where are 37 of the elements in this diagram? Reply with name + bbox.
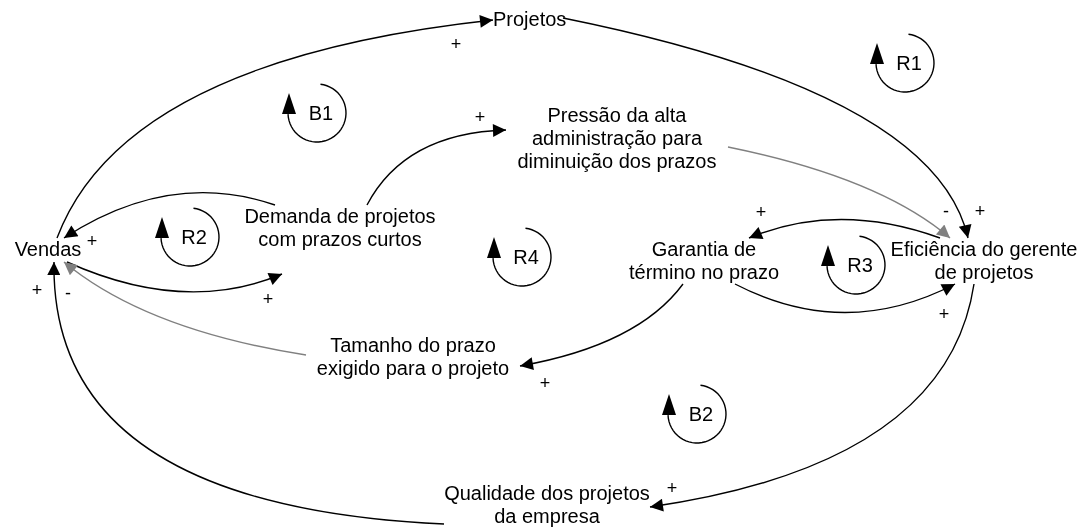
variable-label: Garantia de término no prazo xyxy=(619,238,789,284)
loop-label: R4 xyxy=(513,246,539,268)
causal-arrow xyxy=(734,283,956,314)
variable-label: Pressão da alta administração para diminuição dos prazos xyxy=(506,104,728,173)
polarity-sign: + xyxy=(31,281,43,299)
polarity-sign: + xyxy=(86,232,98,250)
causal-arrow xyxy=(63,191,276,239)
variable-label: Vendas xyxy=(8,238,88,262)
causal-arrow xyxy=(66,261,283,293)
polarity-sign: + xyxy=(666,479,678,497)
causal-arrow xyxy=(366,124,507,206)
causal-arrow xyxy=(727,146,951,239)
polarity-sign: - xyxy=(65,284,71,302)
variable-label: Qualidade dos projetos da empresa xyxy=(444,482,650,528)
causal-arrow xyxy=(48,261,445,525)
polarity-sign: + xyxy=(450,35,462,53)
causal-arrow xyxy=(56,15,494,239)
polarity-sign: + xyxy=(755,203,767,221)
polarity-sign: + xyxy=(262,290,274,308)
causal-arrow xyxy=(748,218,941,240)
causal-arrow xyxy=(649,283,975,512)
loop-label: B2 xyxy=(688,403,714,425)
variable-label: Eficiência do gerente de projetos xyxy=(888,238,1080,284)
polarity-sign: + xyxy=(938,305,950,323)
loop-label: B1 xyxy=(308,102,334,124)
polarity-sign: + xyxy=(474,108,486,126)
causal-arrow xyxy=(562,17,971,239)
polarity-sign: + xyxy=(539,374,551,392)
causal-arrow xyxy=(63,261,307,356)
polarity-sign: - xyxy=(943,202,949,220)
variable-label: Demanda de projetos com prazos curtos xyxy=(240,205,440,274)
loop-label: R1 xyxy=(896,52,922,74)
loop-label: R3 xyxy=(847,254,873,276)
variable-label: Tamanho do prazo exigido para o projeto xyxy=(306,334,520,380)
loop-label: R2 xyxy=(181,226,207,248)
causal-arrow xyxy=(519,283,684,370)
polarity-sign: + xyxy=(974,202,986,220)
